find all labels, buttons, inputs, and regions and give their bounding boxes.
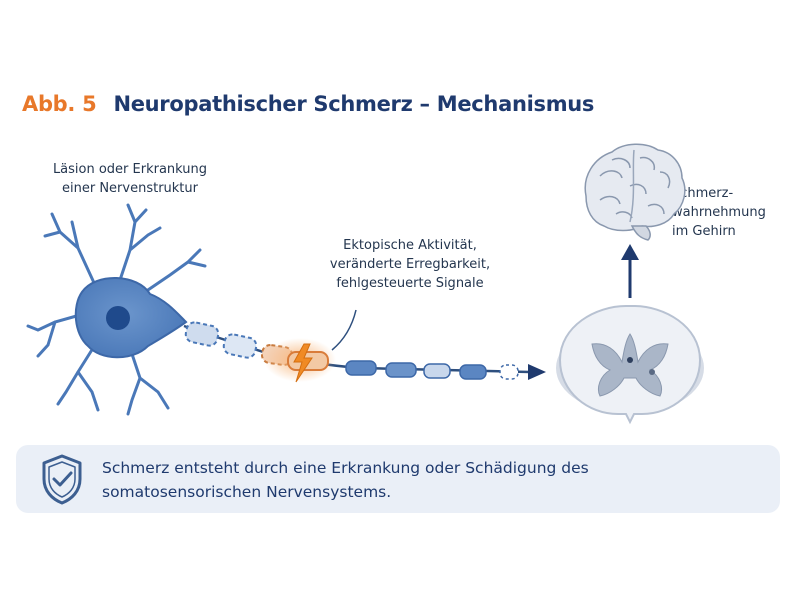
lightning-icon (293, 343, 313, 383)
lesion-caption: Läsion oder Erkrankung einer Nervenstruk… (30, 160, 230, 198)
brain-icon (584, 143, 686, 241)
ectopic-caption-line: veränderte Erregbarkeit, (329, 257, 491, 272)
ectopic-caption-line: Ektopische Aktivität, (343, 238, 477, 253)
figure-title-row: Abb. 5 Neuropathischer Schmerz – Mechani… (22, 92, 594, 116)
info-text-line: somatosensorischen Nervensystems. (102, 483, 392, 501)
info-box: Schmerz entsteht durch eine Erkrankung o… (16, 445, 780, 513)
neuron-icon (26, 203, 207, 416)
info-text: Schmerz entsteht durch eine Erkrankung o… (102, 456, 589, 504)
figure-label: Abb. 5 (22, 92, 97, 116)
arrow-to-spinal-cord-icon (528, 364, 546, 380)
info-text-line: Schmerz entsteht durch eine Erkrankung o… (102, 459, 589, 477)
brain-caption-line: im Gehirn (672, 224, 736, 239)
mechanism-diagram (26, 143, 704, 425)
lesion-caption-line: Läsion oder Erkrankung (52, 162, 208, 177)
spinal-cord-icon (556, 305, 704, 425)
figure-title: Neuropathischer Schmerz – Mechanismus (113, 92, 595, 116)
ectopic-activity-caption: Ektopische Aktivität, veränderte Erregba… (300, 236, 520, 293)
lesion-caption-line: einer Nervenstruktur (62, 181, 198, 196)
ectopic-pointer-line (331, 309, 357, 351)
brain-caption-line: wahrnehmung (672, 205, 766, 220)
ectopic-caption-line: fehlgesteuerte Signale (336, 276, 484, 291)
brain-caption: Schmerz- wahrnehmung im Gehirn (672, 184, 766, 241)
myelin-segments (345, 360, 519, 380)
arrow-up-icon (621, 244, 639, 298)
brain-caption-line: Schmerz- (672, 186, 734, 201)
shield-check-icon (42, 454, 82, 505)
